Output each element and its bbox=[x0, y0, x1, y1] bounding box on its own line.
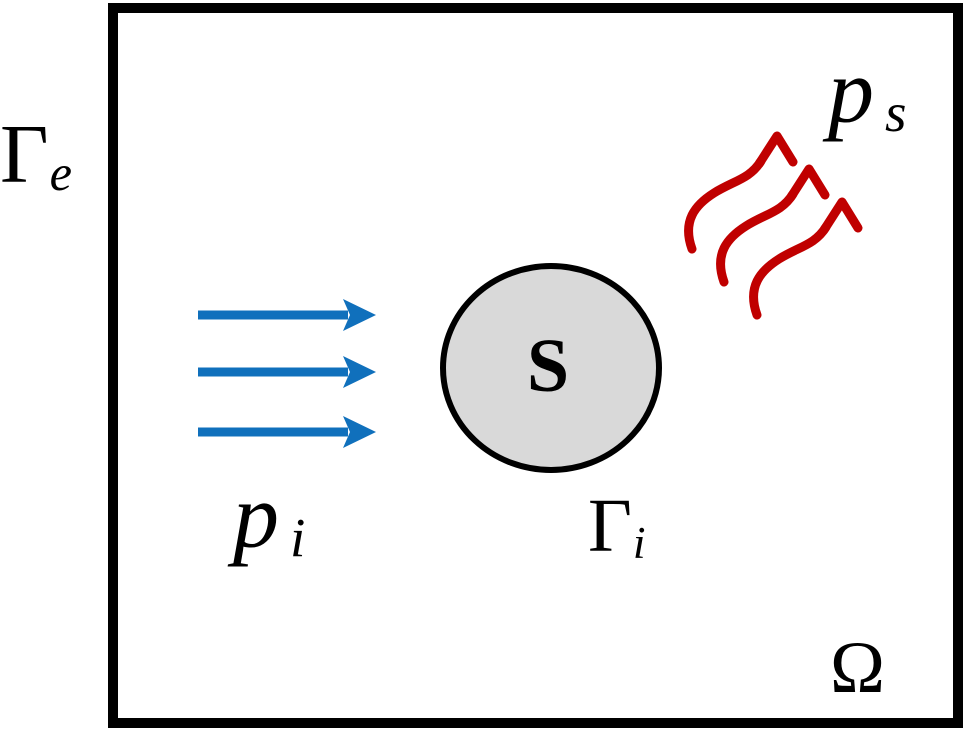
label-domain: Ω bbox=[830, 631, 885, 705]
label-incident-pressure-sub: i bbox=[290, 506, 306, 568]
label-scattered-pressure-sub: s bbox=[885, 81, 907, 143]
label-scatterer-text: S bbox=[526, 324, 570, 408]
label-exterior-boundary-base: Γ bbox=[0, 108, 49, 201]
label-incident-pressure-base: p bbox=[233, 465, 279, 567]
label-exterior-boundary: Γe bbox=[0, 113, 72, 202]
label-scatterer-boundary-base: Γ bbox=[588, 484, 632, 568]
label-scattered-pressure-base: p bbox=[828, 40, 874, 142]
label-scatterer-boundary: Γi bbox=[588, 488, 646, 566]
label-scatterer: S bbox=[527, 328, 569, 404]
label-scatterer-boundary-sub: i bbox=[632, 517, 646, 569]
label-exterior-boundary-sub: e bbox=[49, 145, 72, 202]
scatterer-circle bbox=[440, 263, 662, 473]
label-domain-text: Ω bbox=[830, 627, 885, 709]
